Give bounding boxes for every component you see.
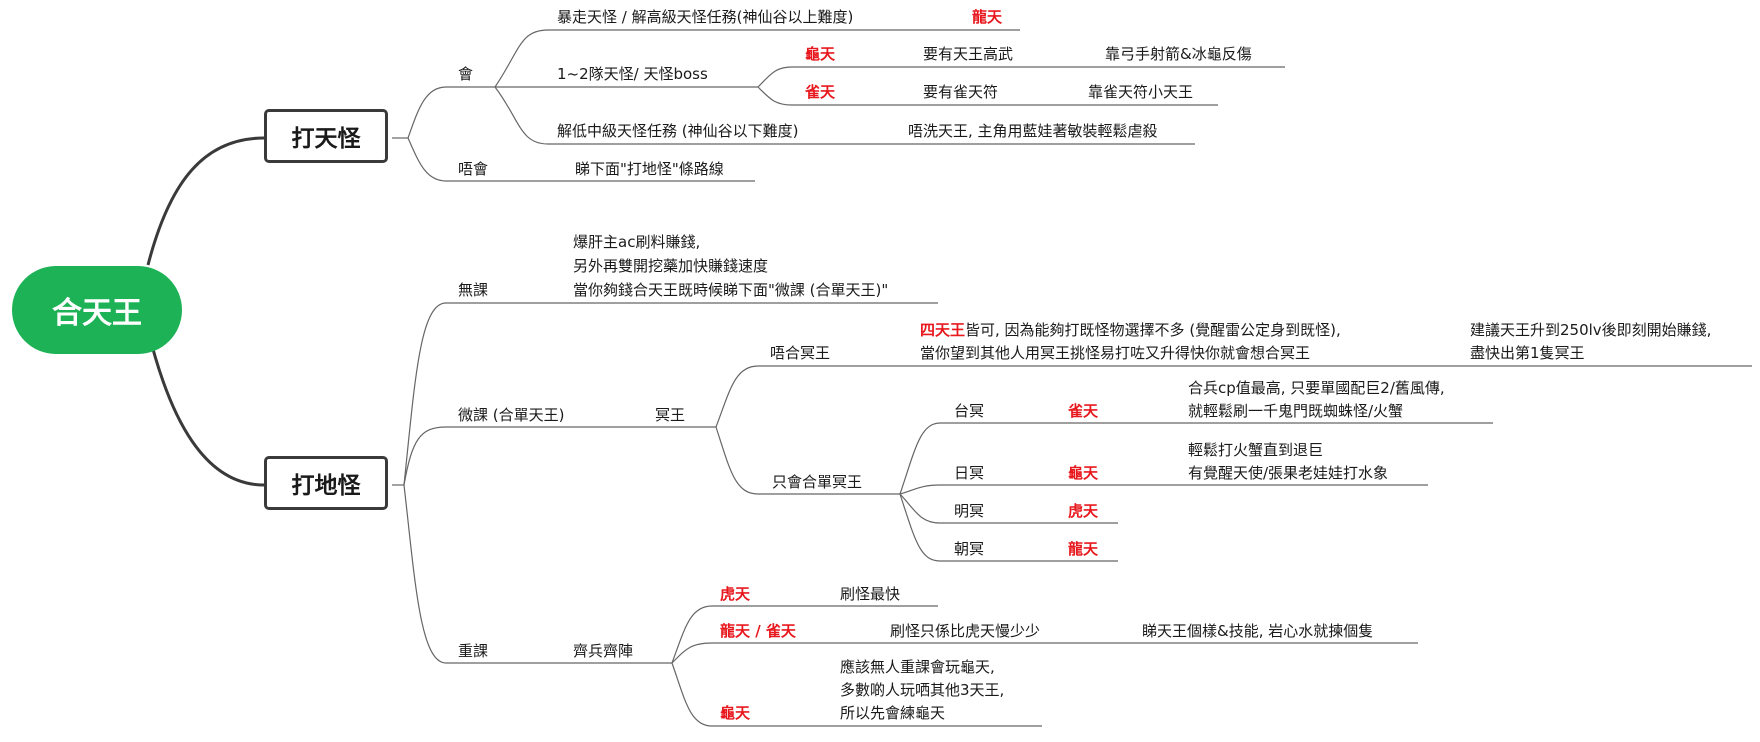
free-line-1: 爆肝主ac刷料賺錢, [573,233,701,251]
cannot-tip: 睇下面"打地怪"條路線 [575,160,724,178]
no-ming-line-2: 當你望到其他人用冥王挑怪易打咗又升得快你就會想合冥王 [920,344,1311,362]
ming-row-2-note-2: 有覺醒天使/張果老娃娃打水象 [1188,464,1389,482]
heavy-king-1: 虎天 [720,585,751,603]
no-ming-line-1-rest: 皆可, 因為能夠打既怪物選擇不多 (覺醒雷公定身到既怪), [965,321,1341,339]
ming-row-2-king: 龜天 [1068,464,1099,482]
formation-node[interactable]: 齊兵齊陣 [573,642,634,660]
no-ming-advice-1: 建議天王升到250lv後即刻開始賺錢, [1470,321,1712,339]
team-need-1: 要有天王高武 [923,45,1014,63]
ming-row-1-name[interactable]: 台冥 [954,402,985,420]
ming-row-1-king: 雀天 [1068,402,1099,420]
only-ming-node[interactable]: 只會合單冥王 [772,473,863,491]
cannot-node[interactable]: 唔會 [458,160,489,178]
ming-row-4-king: 龍天 [1068,540,1099,558]
rampage-king: 龍天 [972,8,1003,26]
no-ming-line-1: 四天王皆可, 因為能夠打既怪物選擇不多 (覺醒雷公定身到既怪), [920,320,1341,340]
root-node[interactable]: 合天王 [12,266,182,354]
ming-row-1-note-2: 就輕鬆刷一千鬼門既蜘蛛怪/火蟹 [1188,402,1404,420]
team-tip-2: 靠雀天符小天王 [1088,83,1194,101]
no-ming-node[interactable]: 唔合冥王 [770,344,831,362]
ming-row-3-king: 虎天 [1068,502,1099,520]
team-node[interactable]: 1~2隊天怪/ 天怪boss [557,65,708,83]
ming-row-3-name[interactable]: 明冥 [954,502,985,520]
micro-node[interactable]: 微課 (合單天王) [458,406,565,424]
ming-row-2-note-1: 輕鬆打火蟹直到退巨 [1188,441,1324,459]
free-line-2: 另外再雙開挖藥加快賺錢速度 [573,257,769,275]
heavy-king-3: 龜天 [720,704,751,722]
heavy-note-2: 刷怪只係比虎天慢少少 [890,622,1041,640]
heavy-tip-2: 睇天王個樣&技能, 岩心水就揀個隻 [1142,622,1374,640]
can-node[interactable]: 會 [458,65,474,83]
ming-row-1-note-1: 合兵cp值最高, 只要單國配巨2/舊風傳, [1188,379,1445,397]
team-king-1: 龜天 [805,45,836,63]
free-line-3: 當你夠錢合天王既時候睇下面"微課 (合單天王)" [573,281,889,299]
heavy-line-2: 多數啲人玩哂其他3天王, [840,681,1005,699]
heavy-line-3: 所以先會練龜天 [840,704,946,722]
ming-row-4-name[interactable]: 朝冥 [954,540,985,558]
heavy-line-1: 應該無人重課會玩龜天, [840,658,995,676]
team-need-2: 要有雀天符 [923,83,999,101]
rampage-node[interactable]: 暴走天怪 / 解高級天怪任務(神仙谷以上難度) [557,8,854,26]
no-ming-four-kings: 四天王 [920,321,966,339]
free-node[interactable]: 無課 [458,281,489,299]
ming-row-2-name[interactable]: 日冥 [954,464,985,482]
hunt-ground-node[interactable]: 打地怪 [264,456,388,510]
hunt-sky-node[interactable]: 打天怪 [264,109,388,163]
low-node[interactable]: 解低中級天怪任務 (神仙谷以下難度) [557,122,799,140]
team-king-2: 雀天 [805,83,836,101]
heavy-note-1: 刷怪最快 [840,585,901,603]
heavy-node[interactable]: 重課 [458,642,489,660]
no-ming-advice-2: 盡快出第1隻冥王 [1470,344,1585,362]
heavy-king-2: 龍天 / 雀天 [720,622,796,640]
ming-node[interactable]: 冥王 [655,406,686,424]
low-tip: 唔洗天王, 主角用藍娃著敏裝輕鬆虐殺 [908,122,1158,140]
team-tip-1: 靠弓手射箭&冰龜反傷 [1105,45,1252,63]
